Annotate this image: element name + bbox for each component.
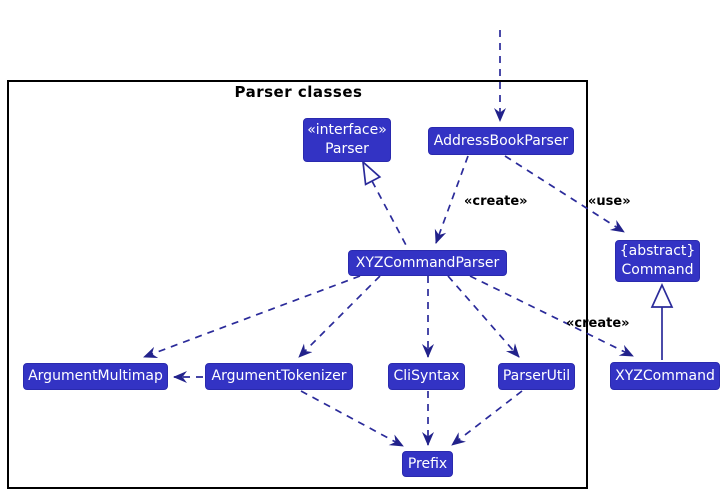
- class-command-name: Command: [621, 262, 694, 278]
- class-xyzcommandparser-name: XYZCommandParser: [355, 254, 500, 271]
- edge-xcp-to-argumenttokenizer: [298, 275, 381, 358]
- class-addressbookparser-name: AddressBookParser: [433, 132, 569, 149]
- edge-xcp-realizes-parser: [371, 180, 408, 248]
- edge-abp-create-xcp: [434, 155, 469, 244]
- class-prefix-name: Prefix: [407, 455, 448, 472]
- class-addressbookparser: AddressBookParser: [428, 127, 574, 155]
- class-argumentmultimap-name: ArgumentMultimap: [28, 368, 163, 385]
- label-create-abp-to-xcp: «create»: [464, 194, 528, 209]
- edge-xcp-to-parserutil: [447, 275, 520, 358]
- class-xyzcommand-name: XYZCommand: [615, 367, 715, 384]
- class-command-stereotype: {abstract}: [619, 243, 696, 260]
- class-prefix: Prefix: [402, 451, 453, 477]
- class-command: {abstract} Command: [615, 240, 700, 282]
- class-argumenttokenizer-name: ArgumentTokenizer: [211, 368, 347, 385]
- class-parserutil-name: ParserUtil: [502, 368, 571, 385]
- realization-triangle-parser: [361, 159, 382, 186]
- class-argumenttokenizer: ArgumentTokenizer: [205, 363, 353, 390]
- inheritance-triangle-command: [650, 282, 674, 308]
- class-argumentmultimap: ArgumentMultimap: [23, 363, 168, 390]
- class-xyzcommand: XYZCommand: [610, 362, 720, 390]
- class-parser-stereotype: «interface»: [307, 122, 387, 139]
- class-clisyntax: CliSyntax: [388, 363, 465, 390]
- label-create-xcp-to-xyzcommand: «create»: [566, 316, 630, 331]
- edge-xcp-create-xyzcommand: [469, 275, 634, 357]
- edge-psu-to-prefix: [451, 390, 523, 446]
- edge-atk-to-prefix: [300, 390, 404, 447]
- label-use-abp-to-command: «use»: [588, 194, 631, 209]
- class-parser: «interface» Parser: [303, 118, 391, 162]
- class-parserutil: ParserUtil: [498, 363, 575, 390]
- edge-xcp-to-argumentmultimap: [143, 275, 361, 359]
- package-frame: [7, 80, 588, 489]
- package-title: Parser classes: [234, 83, 363, 101]
- class-xyzcommandparser: XYZCommandParser: [348, 250, 507, 276]
- class-clisyntax-name: CliSyntax: [393, 368, 460, 385]
- edge-abp-use-command: [504, 155, 625, 233]
- class-parser-name: Parser: [325, 141, 369, 157]
